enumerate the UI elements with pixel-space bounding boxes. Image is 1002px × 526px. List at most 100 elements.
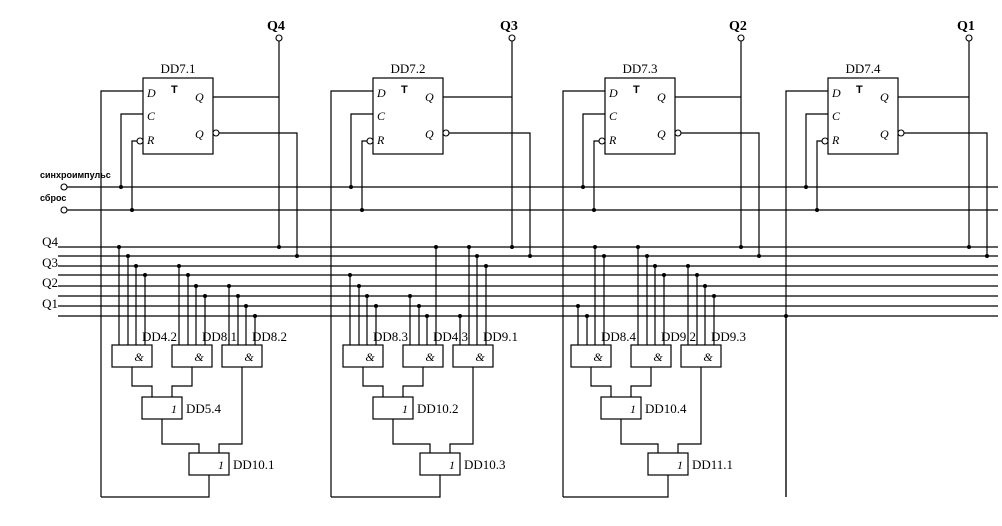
pin-t: T	[401, 84, 408, 96]
junction-dot	[177, 264, 181, 268]
and-gate-dd4.3	[402, 344, 444, 368]
pin-t: T	[633, 84, 640, 96]
gate-label: DD10.3	[464, 457, 506, 472]
junction-dot	[592, 208, 596, 212]
d-feedback-wire	[330, 90, 373, 497]
junction-dot	[510, 245, 514, 249]
and-gate-dd9.1	[452, 344, 494, 368]
and-gate-dd9.3	[680, 344, 722, 368]
junction-dot	[662, 273, 666, 277]
d-feedback-wire	[562, 90, 605, 497]
and-gate-dd8.4	[570, 344, 612, 368]
gate-label: DD5.4	[186, 401, 222, 416]
clock-wire	[582, 113, 605, 187]
junction-dot	[585, 314, 589, 318]
pin-q: Q	[425, 90, 434, 104]
junction-dot	[475, 254, 479, 258]
gate-link-wire	[131, 367, 153, 397]
gate-link-wire	[402, 367, 424, 397]
junction-dot	[703, 284, 707, 288]
or-symbol: 1	[630, 402, 636, 416]
junction-dot	[244, 304, 248, 308]
gate-label: DD10.2	[417, 401, 459, 416]
pin-r: R	[146, 133, 155, 147]
reset-wire	[816, 140, 822, 210]
or-gate-dd10.3	[419, 452, 461, 476]
pin-t: T	[856, 84, 863, 96]
pin-r: R	[376, 133, 385, 147]
gate-link-wire	[590, 367, 612, 397]
pin-r: R	[608, 133, 617, 147]
pin-c: C	[609, 109, 618, 123]
bus-label-q1: Q1	[42, 296, 58, 311]
or-symbol: 1	[171, 402, 177, 416]
clock-input-label: синхроимпульс	[40, 170, 111, 180]
bus-label-q4: Q4	[42, 234, 58, 249]
reset-input-label: сброс	[40, 193, 66, 203]
gate-label: DD9.2	[661, 329, 696, 344]
gate-label: DD8.1	[202, 329, 237, 344]
junction-dot	[119, 185, 123, 189]
terminal	[60, 206, 68, 214]
pin-d: D	[608, 86, 618, 100]
junction-dot	[130, 208, 134, 212]
reset-wire	[593, 140, 599, 210]
junction-dot	[593, 245, 597, 249]
flipflop-label: DD7.1	[160, 61, 195, 76]
gate-link-wire	[161, 419, 200, 453]
terminal	[442, 129, 450, 137]
feedback-wire	[331, 475, 441, 498]
and-gate-dd4.2	[111, 344, 153, 368]
or-gate-dd10.1	[188, 452, 230, 476]
flipflop-label: DD7.3	[622, 61, 657, 76]
terminal	[965, 34, 973, 42]
pin-d: D	[146, 86, 156, 100]
junction-dot	[408, 294, 412, 298]
junction-dot	[739, 245, 743, 249]
and-gate-dd8.3	[342, 344, 384, 368]
gate-link-wire	[218, 367, 243, 453]
feedback-wire	[563, 475, 669, 498]
junction-dot	[348, 273, 352, 277]
junction-dot	[653, 264, 657, 268]
gate-link-wire	[630, 367, 652, 397]
output-label-q1: Q1	[957, 19, 975, 34]
terminal	[275, 34, 283, 42]
and-symbol: &	[593, 350, 603, 364]
bus-label-q2: Q2	[42, 275, 58, 290]
terminal	[674, 129, 682, 137]
gate-link-wire	[677, 367, 702, 453]
nq-wire	[681, 132, 760, 256]
or-gate-dd10.2	[372, 396, 414, 420]
nq-wire	[449, 132, 531, 256]
gate-label: DD4.2	[142, 329, 177, 344]
junction-dot	[126, 254, 130, 258]
or-gate-dd10.4	[600, 396, 642, 420]
gate-link-wire	[171, 367, 193, 397]
junction-dot	[349, 185, 353, 189]
gate-label: DD4.3	[433, 329, 468, 344]
junction-dot	[425, 314, 429, 318]
gate-link-wire	[392, 419, 431, 453]
or-symbol: 1	[677, 458, 683, 472]
or-symbol: 1	[449, 458, 455, 472]
or-gate-dd5.4	[141, 396, 183, 420]
output-label-q3: Q3	[500, 19, 518, 34]
pin-nq: Q	[425, 127, 434, 141]
junction-dot	[374, 304, 378, 308]
terminal	[821, 137, 829, 145]
pin-nq: Q	[657, 127, 666, 141]
junction-dot	[458, 314, 462, 318]
junction-dot	[227, 284, 231, 288]
junction-dot	[434, 245, 438, 249]
gate-label: DD10.1	[233, 457, 275, 472]
nq-wire	[904, 132, 988, 256]
gate-label: DD9.3	[711, 329, 746, 344]
junction-dot	[143, 273, 147, 277]
pin-nq: Q	[880, 127, 889, 141]
junction-dot	[360, 208, 364, 212]
gate-label: DD8.4	[601, 329, 637, 344]
clock-wire	[120, 113, 143, 187]
junction-dot	[417, 304, 421, 308]
pin-c: C	[147, 109, 156, 123]
